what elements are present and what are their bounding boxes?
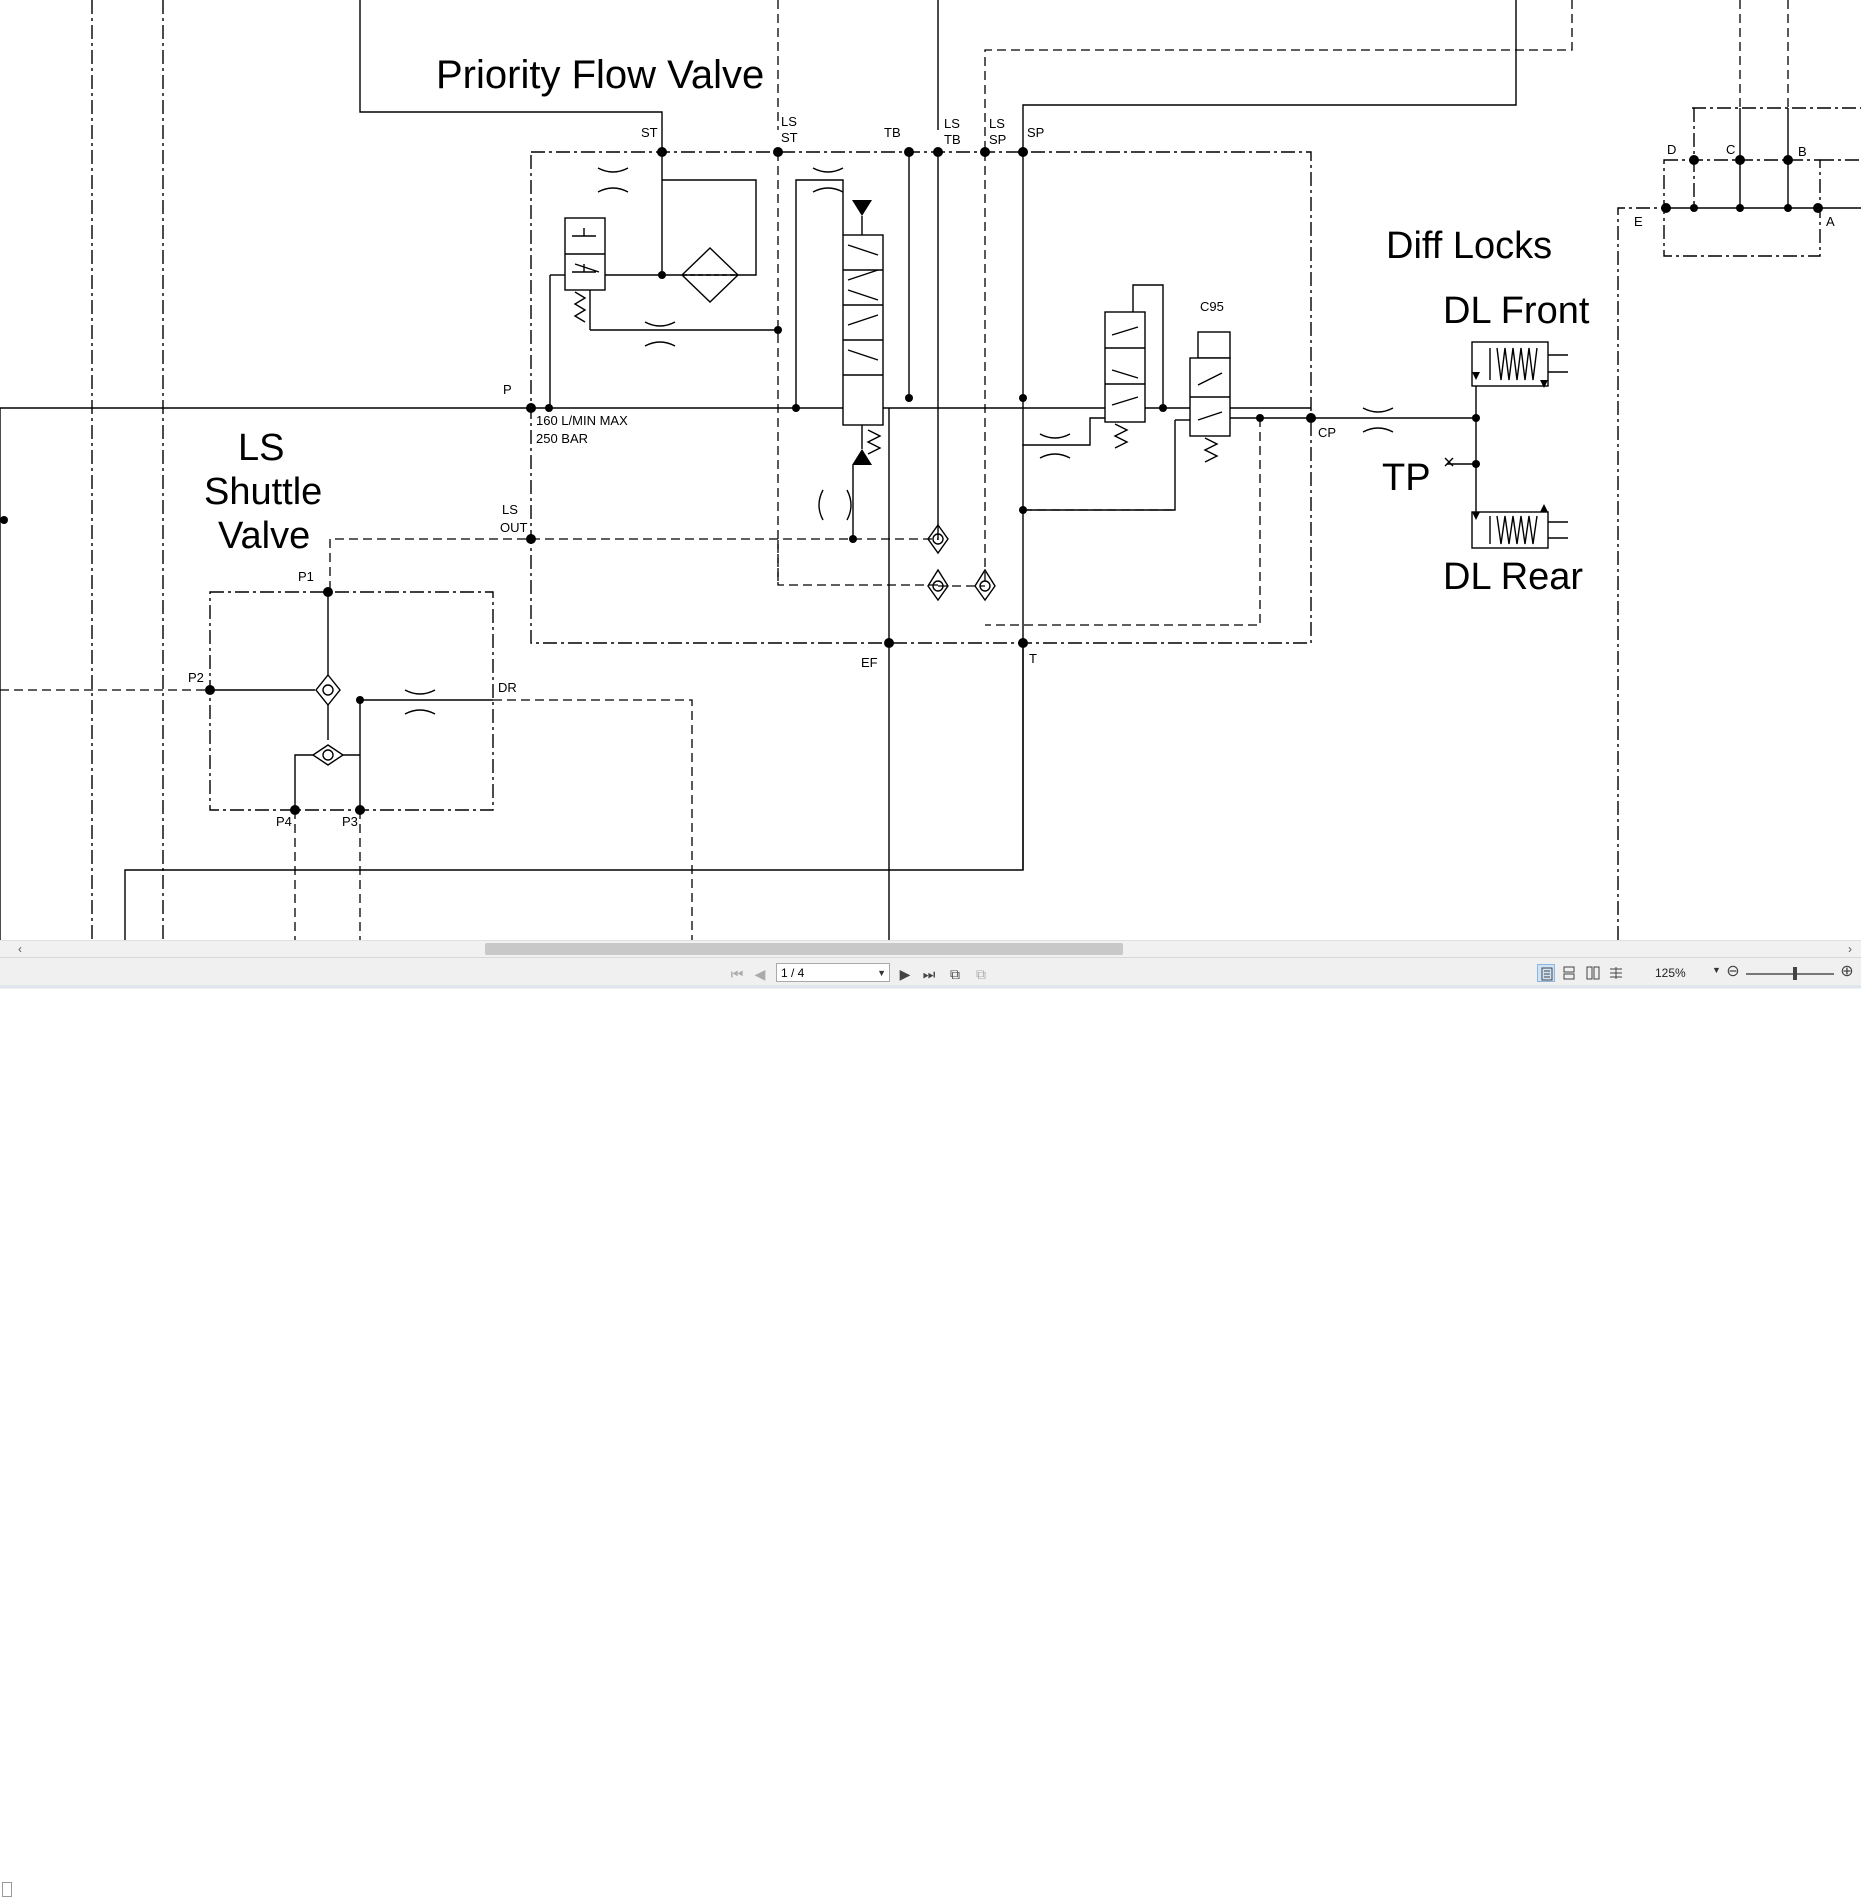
drawing-canvas: Priority Flow Valve Diff Locks DL Front … <box>0 0 1861 940</box>
port-ls-st-label-1: LS <box>781 114 797 129</box>
zoom-level[interactable]: 125% <box>1655 966 1686 980</box>
diff-locks-title: Diff Locks <box>1386 225 1552 267</box>
dl-rear-title: DL Rear <box>1443 556 1583 598</box>
port-p2-label: P2 <box>188 670 204 685</box>
ls-shuttle-title-line3: Valve <box>218 515 310 557</box>
tp-label: TP <box>1382 457 1431 499</box>
port-d-label: D <box>1667 142 1676 157</box>
port-tb-label: TB <box>884 125 901 140</box>
port-ls-st-label-2: ST <box>781 130 798 145</box>
dl-front-title: DL Front <box>1443 290 1590 332</box>
port-cp-label: CP <box>1318 425 1336 440</box>
port-st-label: ST <box>641 125 658 140</box>
port-ef-label: EF <box>861 655 878 670</box>
previous-page-icon[interactable]: ◀ <box>754 966 766 982</box>
scroll-right-arrow-icon[interactable]: › <box>1848 942 1852 956</box>
port-p1-label: P1 <box>298 569 314 584</box>
window-bottom-edge <box>0 985 1861 988</box>
check-valve-1 <box>927 523 949 555</box>
port-t-label: T <box>1029 651 1037 666</box>
zoom-out-icon[interactable]: ⊖ <box>1726 963 1740 980</box>
two-page-continuous-icon[interactable] <box>1606 964 1624 982</box>
viewer-status-bar: ⏮ ◀ 1 / 4 ▼ ▶ ⏭ ⧉ ⧉ 125% ▼ ⊖ ⊕ <box>0 957 1861 989</box>
port-a-label: A <box>1826 214 1835 229</box>
first-page-icon[interactable]: ⏮ <box>730 966 744 982</box>
ls-shuttle-title-line2: Shuttle <box>204 471 322 513</box>
port-p3-label: P3 <box>342 814 358 829</box>
dl-front-cylinder <box>1471 341 1568 388</box>
zoom-dropdown-icon[interactable]: ▼ <box>1712 965 1721 975</box>
port-p4-label: P4 <box>276 814 292 829</box>
port-ls-sp-label-2: SP <box>989 132 1006 147</box>
next-page-icon[interactable]: ▶ <box>899 966 911 982</box>
flow-rating: 160 L/MIN MAX <box>536 413 628 428</box>
port-sp-label: SP <box>1027 125 1044 140</box>
page-dropdown-icon[interactable]: ▼ <box>877 968 886 978</box>
port-c-label: C <box>1726 142 1735 157</box>
port-p-label: P <box>503 382 512 397</box>
c95-label: C95 <box>1200 299 1224 314</box>
single-page-view-icon[interactable] <box>1537 964 1555 982</box>
page-edge-marker <box>2 1882 12 1897</box>
continuous-view-icon[interactable] <box>1560 964 1578 982</box>
scroll-left-arrow-icon[interactable]: ‹ <box>18 942 22 956</box>
zoom-in-icon[interactable]: ⊕ <box>1840 963 1854 980</box>
port-e-label: E <box>1634 214 1643 229</box>
scrollbar-thumb[interactable] <box>485 943 1123 955</box>
copy-page-icon[interactable]: ⧉ <box>950 966 960 982</box>
zoom-slider-handle[interactable] <box>1793 967 1797 980</box>
hydraulic-schematic: Priority Flow Valve Diff Locks DL Front … <box>0 0 1861 940</box>
page-number-field[interactable]: 1 / 4 ▼ <box>776 963 890 982</box>
zoom-slider-track[interactable] <box>1746 973 1834 975</box>
port-dr-label: DR <box>498 680 517 695</box>
pressure-rating: 250 BAR <box>536 431 588 446</box>
horizontal-scrollbar[interactable]: ‹ › <box>0 940 1861 1897</box>
port-ls-sp-label-1: LS <box>989 116 1005 131</box>
port-b-label: B <box>1798 144 1807 159</box>
dl-rear-cylinder <box>1471 504 1568 549</box>
two-page-view-icon[interactable] <box>1583 964 1601 982</box>
port-ls-tb-label-1: LS <box>944 116 960 131</box>
port-ls-out-label-2: OUT <box>500 520 528 535</box>
last-page-icon[interactable]: ⏭ <box>922 966 936 982</box>
ls-shuttle-title-line1: LS <box>238 427 284 469</box>
link-pages-icon[interactable]: ⧉ <box>976 966 986 982</box>
page-indicator: 1 / 4 <box>781 966 805 980</box>
priority-flow-valve-title: Priority Flow Valve <box>436 53 764 97</box>
port-ls-tb-label-2: TB <box>944 132 961 147</box>
port-ls-out-label-1: LS <box>502 502 518 517</box>
